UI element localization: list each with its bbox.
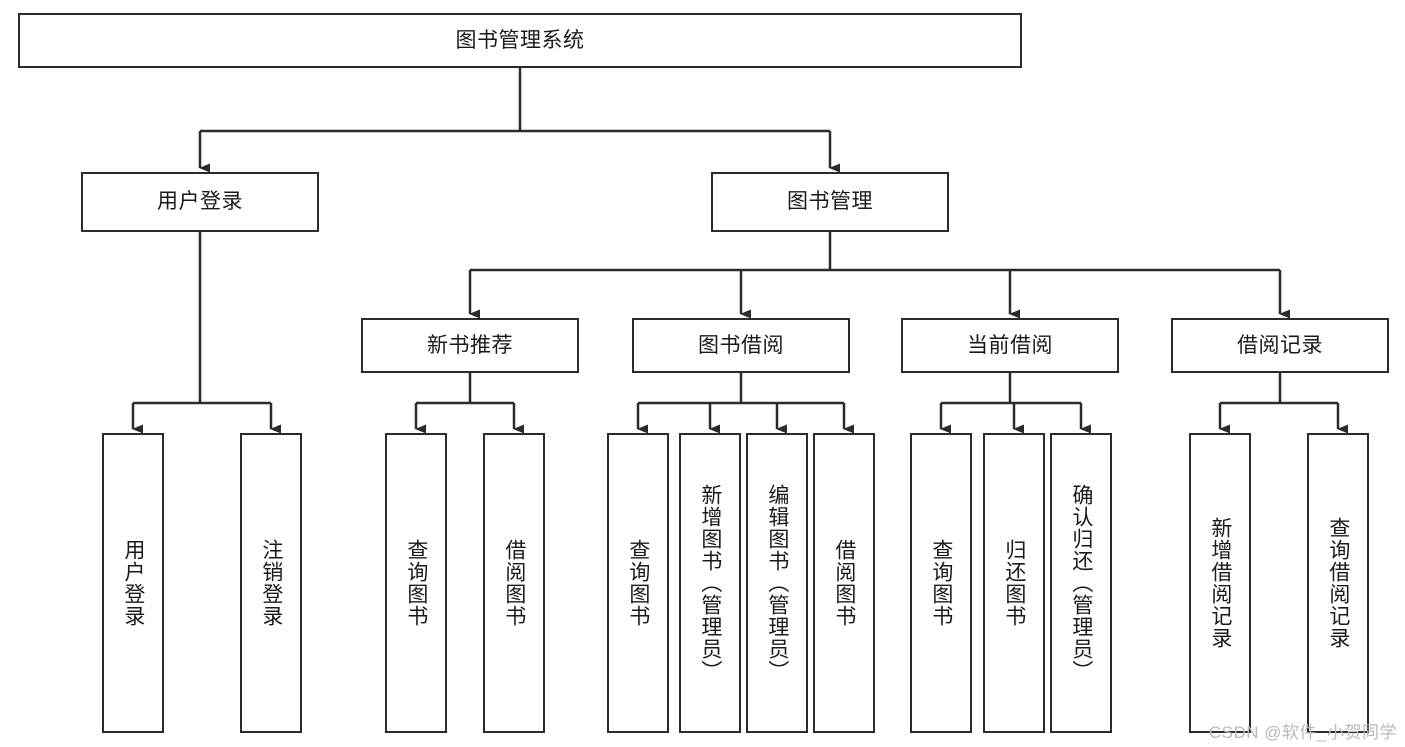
node-label: 用户登录 [121, 539, 145, 627]
node-label: 图书管理 [787, 190, 873, 214]
node-label: 确认归还（管理员） [1069, 484, 1093, 682]
node-label: 新书推荐 [427, 333, 513, 357]
node-current-borrow[interactable]: 当前借阅 [901, 318, 1119, 373]
leaf-add-book-admin[interactable]: 新增图书（管理员） [679, 433, 741, 733]
node-label: 注销登录 [259, 539, 283, 627]
node-label: 新增图书（管理员） [698, 484, 722, 682]
leaf-borrow-book[interactable]: 借阅图书 [813, 433, 875, 733]
node-user-login[interactable]: 用户登录 [81, 172, 319, 232]
node-label: 借阅图书 [832, 539, 856, 627]
leaf-edit-book-admin[interactable]: 编辑图书（管理员） [746, 433, 808, 733]
leaf-add-borrow-record[interactable]: 新增借阅记录 [1189, 433, 1251, 733]
leaf-borrow-book-newbook[interactable]: 借阅图书 [483, 433, 545, 733]
csdn-watermark: CSDN @软件_小贺同学 [1208, 723, 1397, 742]
node-root-system[interactable]: 图书管理系统 [18, 13, 1022, 68]
node-new-book-recommend[interactable]: 新书推荐 [361, 318, 579, 373]
node-book-borrow[interactable]: 图书借阅 [632, 318, 850, 373]
node-label: 查询借阅记录 [1326, 517, 1350, 649]
node-label: 图书管理系统 [455, 28, 585, 52]
node-label: 用户登录 [157, 190, 243, 214]
leaf-user-login[interactable]: 用户登录 [102, 433, 164, 733]
node-label: 归还图书 [1002, 539, 1026, 627]
leaf-logout[interactable]: 注销登录 [240, 433, 302, 733]
node-book-management[interactable]: 图书管理 [711, 172, 949, 232]
leaf-query-book-current[interactable]: 查询图书 [910, 433, 972, 733]
node-label: 编辑图书（管理员） [765, 484, 789, 682]
node-label: 当前借阅 [967, 333, 1053, 357]
node-label: 借阅图书 [502, 539, 526, 627]
leaf-confirm-return-admin[interactable]: 确认归还（管理员） [1050, 433, 1112, 733]
node-label: 查询图书 [626, 539, 650, 627]
node-borrow-records[interactable]: 借阅记录 [1171, 318, 1389, 373]
node-label: 新增借阅记录 [1208, 517, 1232, 649]
node-label: 图书借阅 [698, 333, 784, 357]
leaf-query-book-borrow[interactable]: 查询图书 [607, 433, 669, 733]
node-label: 借阅记录 [1237, 333, 1323, 357]
node-label: 查询图书 [404, 539, 428, 627]
leaf-query-borrow-record[interactable]: 查询借阅记录 [1307, 433, 1369, 733]
leaf-return-book[interactable]: 归还图书 [983, 433, 1045, 733]
leaf-query-book-newbook[interactable]: 查询图书 [385, 433, 447, 733]
node-label: 查询图书 [929, 539, 953, 627]
